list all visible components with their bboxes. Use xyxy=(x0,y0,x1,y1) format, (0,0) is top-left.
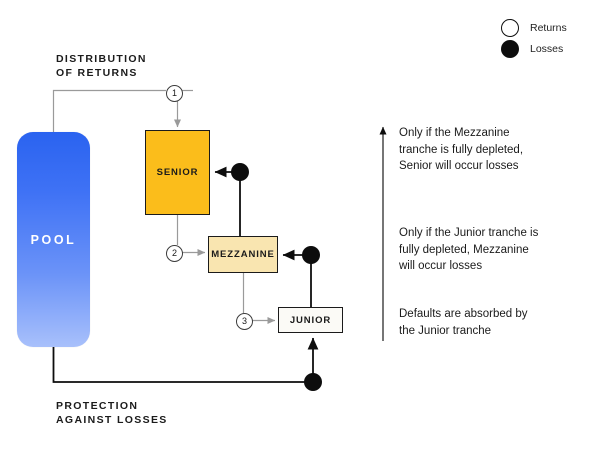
pool-label: POOL xyxy=(30,232,77,247)
legend-item-losses: Losses xyxy=(501,38,567,59)
pool-block[interactable]: POOL xyxy=(17,132,90,347)
protection-against-losses-label: PROTECTION AGAINST LOSSES xyxy=(56,400,168,426)
losses-dot-senior-icon xyxy=(231,163,249,181)
annotation-senior: Only if the Mezzanine tranche is fully d… xyxy=(399,127,524,172)
legend-label-returns: Returns xyxy=(530,21,567,34)
returns-wire-senior-to-mezzanine xyxy=(176,215,206,257)
legend-label-losses: Losses xyxy=(530,42,564,55)
annotation-mezzanine: Only if the Junior tranche is fully depl… xyxy=(399,227,539,272)
step-marker-1: 1 xyxy=(166,85,183,102)
legend-item-returns: Returns xyxy=(501,17,567,38)
open-circle-icon xyxy=(501,18,519,37)
losses-dot-junior-icon xyxy=(304,373,322,391)
mezzanine-tranche-box[interactable]: MEZZANINE xyxy=(208,236,278,273)
returns-wire-mezzanine-to-junior xyxy=(242,273,276,325)
distribution-of-returns-label: DISTRIBUTION OF RETURNS xyxy=(56,53,147,79)
junior-tranche-box[interactable]: JUNIOR xyxy=(278,307,343,333)
step-marker-2: 2 xyxy=(166,245,183,262)
legend: Returns Losses xyxy=(501,17,567,59)
losses-dot-mezzanine-icon xyxy=(302,246,320,264)
losses-wire-into-junior xyxy=(52,337,319,383)
filled-circle-icon xyxy=(501,39,519,58)
step-marker-3: 3 xyxy=(236,313,253,330)
annotation-junior: Defaults are absorbed by the Junior tran… xyxy=(399,308,528,337)
senior-tranche-box[interactable]: SENIOR xyxy=(145,130,210,215)
